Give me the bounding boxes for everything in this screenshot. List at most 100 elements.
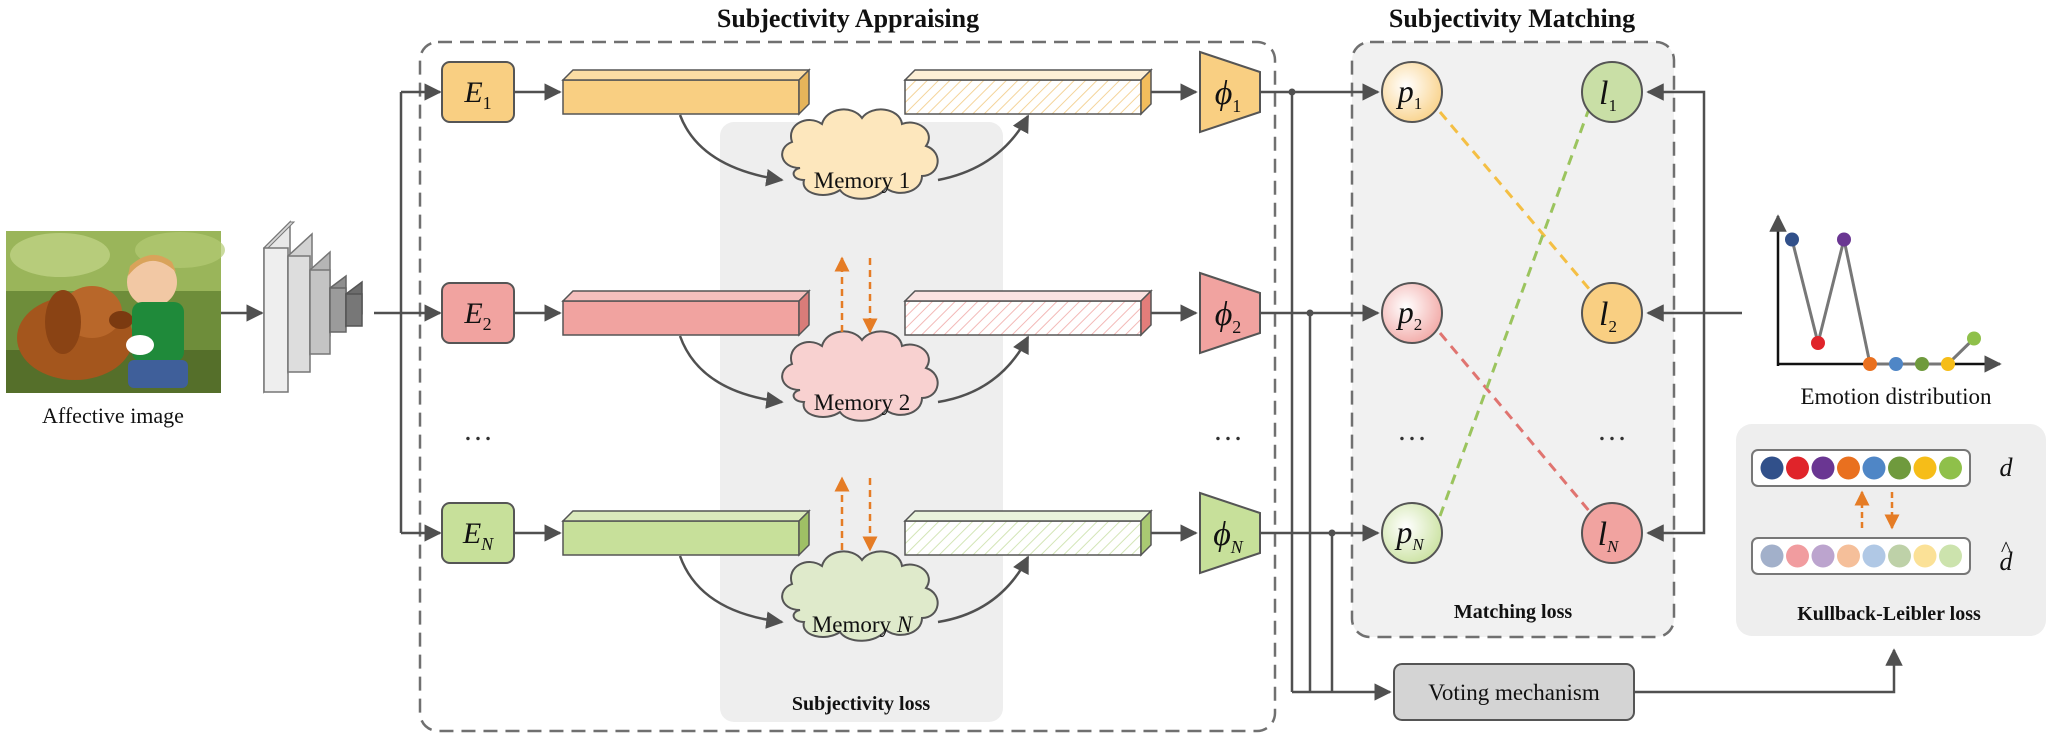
backbone-network [262,220,363,394]
memoryn-to-enhancedn-arrow [937,555,1030,624]
head-n: ϕN [1199,491,1261,575]
feature1-to-memory1-arrow [678,114,784,187]
matching-container [1350,40,1676,639]
emotion-point [1967,331,1981,346]
svg-text:pN: pN [1394,514,1425,554]
encoder-1: E1 [441,61,515,123]
svg-text:Memory 1: Memory 1 [814,168,910,193]
enhanced-feature-bar-2 [903,289,1153,337]
d-vector-box [1751,449,1971,487]
d-vector-dot [1786,456,1809,480]
emotion-point [1785,232,1799,247]
encoder-1-subscript: 1 [483,93,492,113]
head-1-symbol: ϕ [1215,75,1233,112]
match-p1-l2 [1438,111,1592,291]
d-hat-vector-box [1751,537,1971,575]
encoder-2-subscript: 2 [483,314,492,334]
svg-text:ϕ2: ϕ2 [1215,296,1242,337]
encoder-2: E2 [441,282,515,344]
svg-text:Memory 2: Memory 2 [814,390,910,415]
d-hat-vector-dot [1837,544,1860,568]
l1-subscript: 1 [1608,96,1617,115]
feature-bar-1 [561,68,811,116]
featuren-to-memoryn-arrow [678,555,784,629]
memory-cloud-2: Memory 2 [781,330,939,422]
head-1: ϕ1 [1199,50,1261,134]
encoder-n-symbol: E [462,517,481,550]
voting-to-kl-arrow [1634,648,1903,694]
subjectivity-loss-label: Subjectivity loss [792,693,931,715]
svg-text:l2: l2 [1599,296,1617,336]
enhanced-feature-bar-1 [903,68,1153,116]
p1-subscript: 1 [1414,94,1423,113]
emotion-point [1811,336,1825,350]
d-vector-dot [1811,456,1835,480]
encoder-n-subscript: N [480,534,494,554]
pn-subscript: N [1411,535,1425,554]
emotion-points [1785,232,1981,371]
encoder-2-symbol: E [463,297,482,330]
svg-text:ϕ1: ϕ1 [1215,75,1242,116]
match-pn-l1 [1438,105,1592,517]
matching-loss-label: Matching loss [1454,601,1573,623]
appraising-title: Subjectivity Appraising [717,4,979,33]
prediction-p1: p1 [1381,61,1443,123]
d-vector-dot [1888,456,1911,480]
d-vector-dots [1760,456,1962,480]
head-n-symbol: ϕ [1213,516,1231,553]
svg-text:EN: EN [462,517,494,554]
label-ellipsis: … [1597,414,1627,447]
dist-to-ln-arrow [1646,313,1706,542]
d-hat-label: d [2000,547,2014,576]
feature-bar-2 [561,289,811,337]
svg-text:E1: E1 [463,76,491,113]
emotion-point [1889,357,1903,371]
head-n-subscript: N [1230,537,1244,557]
d-vector-dot [1760,456,1784,480]
emotion-point [1941,357,1955,371]
l2-subscript: 2 [1608,317,1617,336]
ln-symbol: l [1598,516,1607,553]
label-ln: lN [1581,502,1643,564]
pn-symbol: p [1394,514,1412,550]
svg-text:ϕN: ϕN [1213,516,1244,557]
svg-text:Memory N: Memory N [812,612,914,637]
d-hat-vector-dot [1786,544,1809,568]
svg-text:l1: l1 [1599,75,1617,115]
l2-symbol: l [1599,296,1608,333]
memory2-to-enhanced2-arrow [937,335,1030,404]
encoder-1-symbol: E [463,76,482,109]
feature2-to-memory2-arrow [678,335,784,409]
d-hat-vector-dot [1939,544,1962,568]
svg-text:lN: lN [1598,516,1620,556]
enhanced-feature-bar-n [903,509,1153,557]
memory-cloud-n: Memory N [781,550,939,642]
head-ellipsis: … [1213,414,1243,447]
voting-mechanism: Voting mechanism [1393,663,1635,721]
prediction-ellipsis: … [1397,414,1427,447]
dist-to-l1-arrow [1646,83,1706,313]
d-vector-dot [1837,456,1860,480]
label-l2: l2 [1581,282,1643,344]
matching-title: Subjectivity Matching [1389,4,1635,33]
emotion-distribution-label: Emotion distribution [1800,384,1992,409]
d-vector-dot [1939,456,1962,480]
d-hat-vector-dot [1862,544,1886,568]
d-vector-dot [1862,456,1886,480]
memory-2-prefix: Memory [814,390,899,415]
svg-text:p2: p2 [1396,294,1423,334]
svg-text:p1: p1 [1396,73,1423,113]
head-2-symbol: ϕ [1215,296,1233,333]
d-hat-vector-dot [1913,544,1937,568]
encoder-ellipsis: … [463,414,493,447]
d-label: d [2000,453,2014,482]
memory-2-index: 2 [899,390,911,415]
d-hat-accent: ^ [2001,536,2012,561]
head-2-subscript: 2 [1232,317,1241,337]
memory-n-index: N [896,612,914,637]
memory-1-index: 1 [899,168,911,193]
emotion-point [1915,357,1929,371]
head-2: ϕ2 [1199,271,1261,355]
